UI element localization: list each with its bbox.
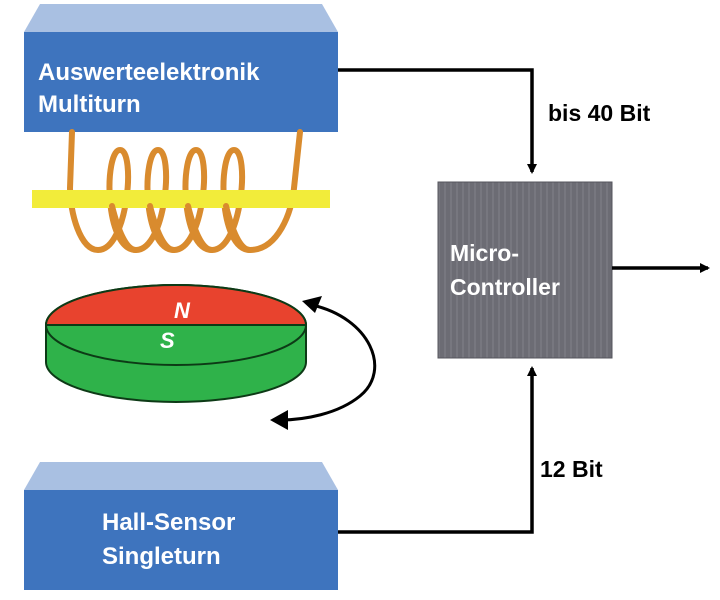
bottom-box-face: [24, 490, 338, 590]
top-box-label-line2: Multiturn: [38, 91, 141, 118]
rotation-arrow: [270, 296, 377, 430]
bottom-box-label-line1: Hall-Sensor: [102, 509, 236, 536]
top-box-bevel: [24, 4, 338, 32]
top-box: [24, 4, 338, 132]
bottom-box-bevel: [24, 462, 338, 490]
coil-front-turns: [109, 203, 253, 253]
rotation-arc: [279, 303, 377, 422]
rotation-arrowhead-top: [302, 296, 322, 313]
rotation-arrowhead-bottom: [270, 410, 288, 430]
edge-bottom-to-mc: [338, 366, 537, 534]
edge-top-to-mc: [338, 68, 537, 174]
top-box-label-line1: Auswerteelektronik: [38, 59, 260, 86]
disc-magnet: [44, 284, 308, 403]
edge-top-label: bis 40 Bit: [548, 100, 651, 126]
bottom-box: [24, 462, 338, 590]
bottom-box-label-line2: Singleturn: [102, 543, 221, 570]
edge-bottom-label: 12 Bit: [540, 456, 603, 482]
coil-assembly: [32, 129, 330, 254]
microcontroller-face: [438, 182, 612, 358]
microcontroller-chip: [437, 181, 613, 359]
magnet-north-label: N: [174, 298, 190, 323]
microcontroller-outline: [437, 181, 613, 359]
magnet-south-label: S: [160, 328, 175, 353]
microcontroller-label-line1: Micro-: [450, 240, 519, 266]
top-box-face: [24, 32, 338, 132]
microcontroller-label-line2: Controller: [450, 274, 560, 300]
magnet-north-half: [44, 284, 308, 326]
coil-core: [32, 190, 330, 208]
